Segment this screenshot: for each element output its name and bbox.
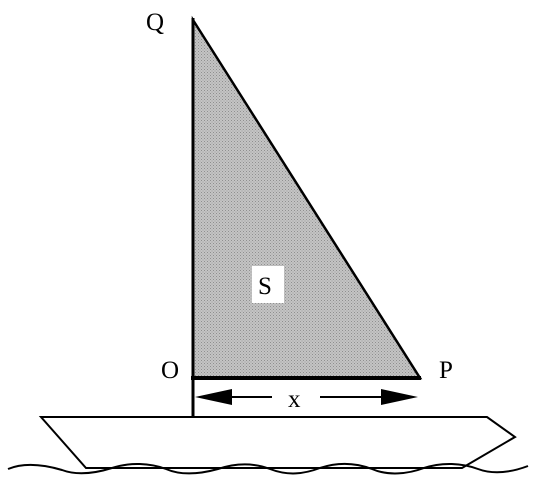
label-p: P bbox=[439, 357, 453, 384]
boat-hull bbox=[38, 416, 517, 469]
label-o: O bbox=[161, 357, 179, 384]
label-s: S bbox=[258, 273, 272, 300]
water-waves bbox=[7, 463, 529, 475]
area-label-box bbox=[252, 266, 284, 303]
dimension-arrow bbox=[195, 389, 418, 405]
sail-triangle bbox=[191, 15, 423, 380]
arrowhead-left bbox=[195, 389, 232, 405]
label-x: x bbox=[288, 386, 301, 413]
label-q: Q bbox=[146, 9, 164, 36]
arrowhead-right bbox=[381, 389, 418, 405]
